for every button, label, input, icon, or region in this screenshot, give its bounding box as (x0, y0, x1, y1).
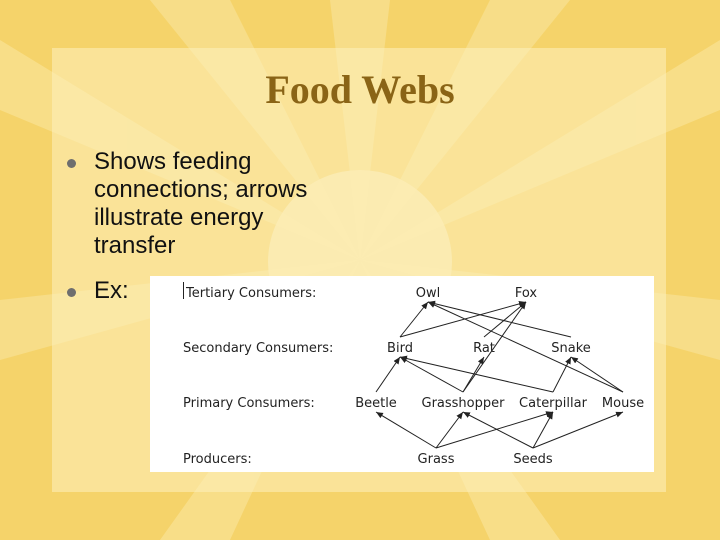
organism-rat: Rat (473, 341, 495, 356)
energy-arrow-mouse-to-owl (427, 301, 624, 393)
organism-grass: Grass (418, 452, 455, 467)
energy-arrow-bird-to-fox (399, 300, 527, 338)
energy-arrow-bird-to-owl (399, 301, 429, 338)
text-cursor (183, 282, 184, 299)
energy-arrow-beetle-to-bird (375, 356, 401, 393)
organism-beetle: Beetle (355, 396, 397, 411)
level-label-primary: Primary Consumers: (183, 396, 315, 411)
slide-title: Food Webs (265, 67, 455, 112)
level-label-producers: Producers: (183, 452, 252, 467)
bullet-marker (67, 159, 76, 168)
energy-arrow-mouse-to-snake (570, 356, 624, 393)
energy-arrow-grass-to-beetle (375, 411, 437, 449)
bullet-marker (67, 288, 76, 297)
energy-arrow-caterpillar-to-bird (399, 355, 554, 393)
organism-mouse: Mouse (602, 396, 644, 411)
energy-arrow-caterpillar-to-snake (552, 356, 572, 393)
energy-arrow-grass-to-grasshopper (435, 411, 464, 449)
bullet-text-2: Ex: (94, 277, 129, 304)
organism-bird: Bird (387, 341, 413, 356)
energy-arrow-seeds-to-mouse (532, 411, 624, 449)
level-label-secondary: Secondary Consumers: (183, 341, 333, 356)
energy-arrow-snake-to-owl (427, 300, 572, 338)
food-web-svg: Tertiary Consumers: Secondary Consumers:… (183, 286, 644, 467)
organism-seeds: Seeds (513, 452, 553, 467)
energy-arrow-grass-to-caterpillar (435, 411, 554, 449)
organism-owl: Owl (416, 286, 440, 301)
organism-snake: Snake (551, 341, 591, 356)
level-label-tertiary: Tertiary Consumers: (185, 286, 316, 301)
organism-fox: Fox (515, 286, 538, 301)
energy-arrow-seeds-to-grasshopper (462, 411, 534, 449)
energy-arrow-grasshopper-to-fox (462, 301, 527, 393)
energy-arrow-grasshopper-to-bird (399, 356, 464, 393)
bullet-text-1: Shows feeding connections; arrows illust… (94, 148, 308, 259)
organism-grasshopper: Grasshopper (422, 396, 506, 411)
food-web-diagram: Tertiary Consumers: Secondary Consumers:… (150, 276, 654, 472)
organism-caterpillar: Caterpillar (519, 396, 588, 411)
energy-arrow-seeds-to-caterpillar (532, 411, 554, 449)
energy-arrow-rat-to-fox (483, 301, 527, 338)
